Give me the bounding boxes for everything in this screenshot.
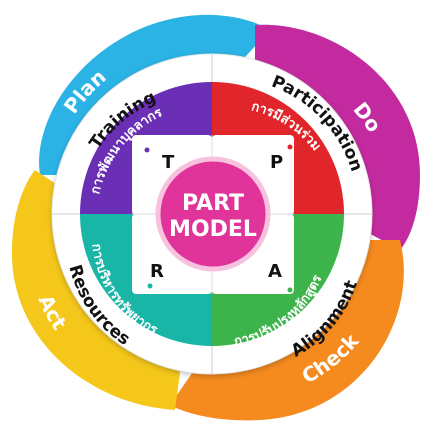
- p-dot: [287, 144, 293, 150]
- t-dot: [144, 147, 150, 153]
- letter-p: P: [270, 152, 283, 173]
- center-title-line1: PART: [182, 191, 244, 216]
- center-title-line2: MODEL: [169, 217, 257, 242]
- center-circle: [155, 156, 271, 272]
- letter-t: T: [162, 152, 175, 173]
- r-dot: [147, 283, 153, 289]
- letter-r: R: [150, 261, 164, 282]
- letter-a: A: [268, 261, 282, 282]
- a-dot: [287, 287, 293, 293]
